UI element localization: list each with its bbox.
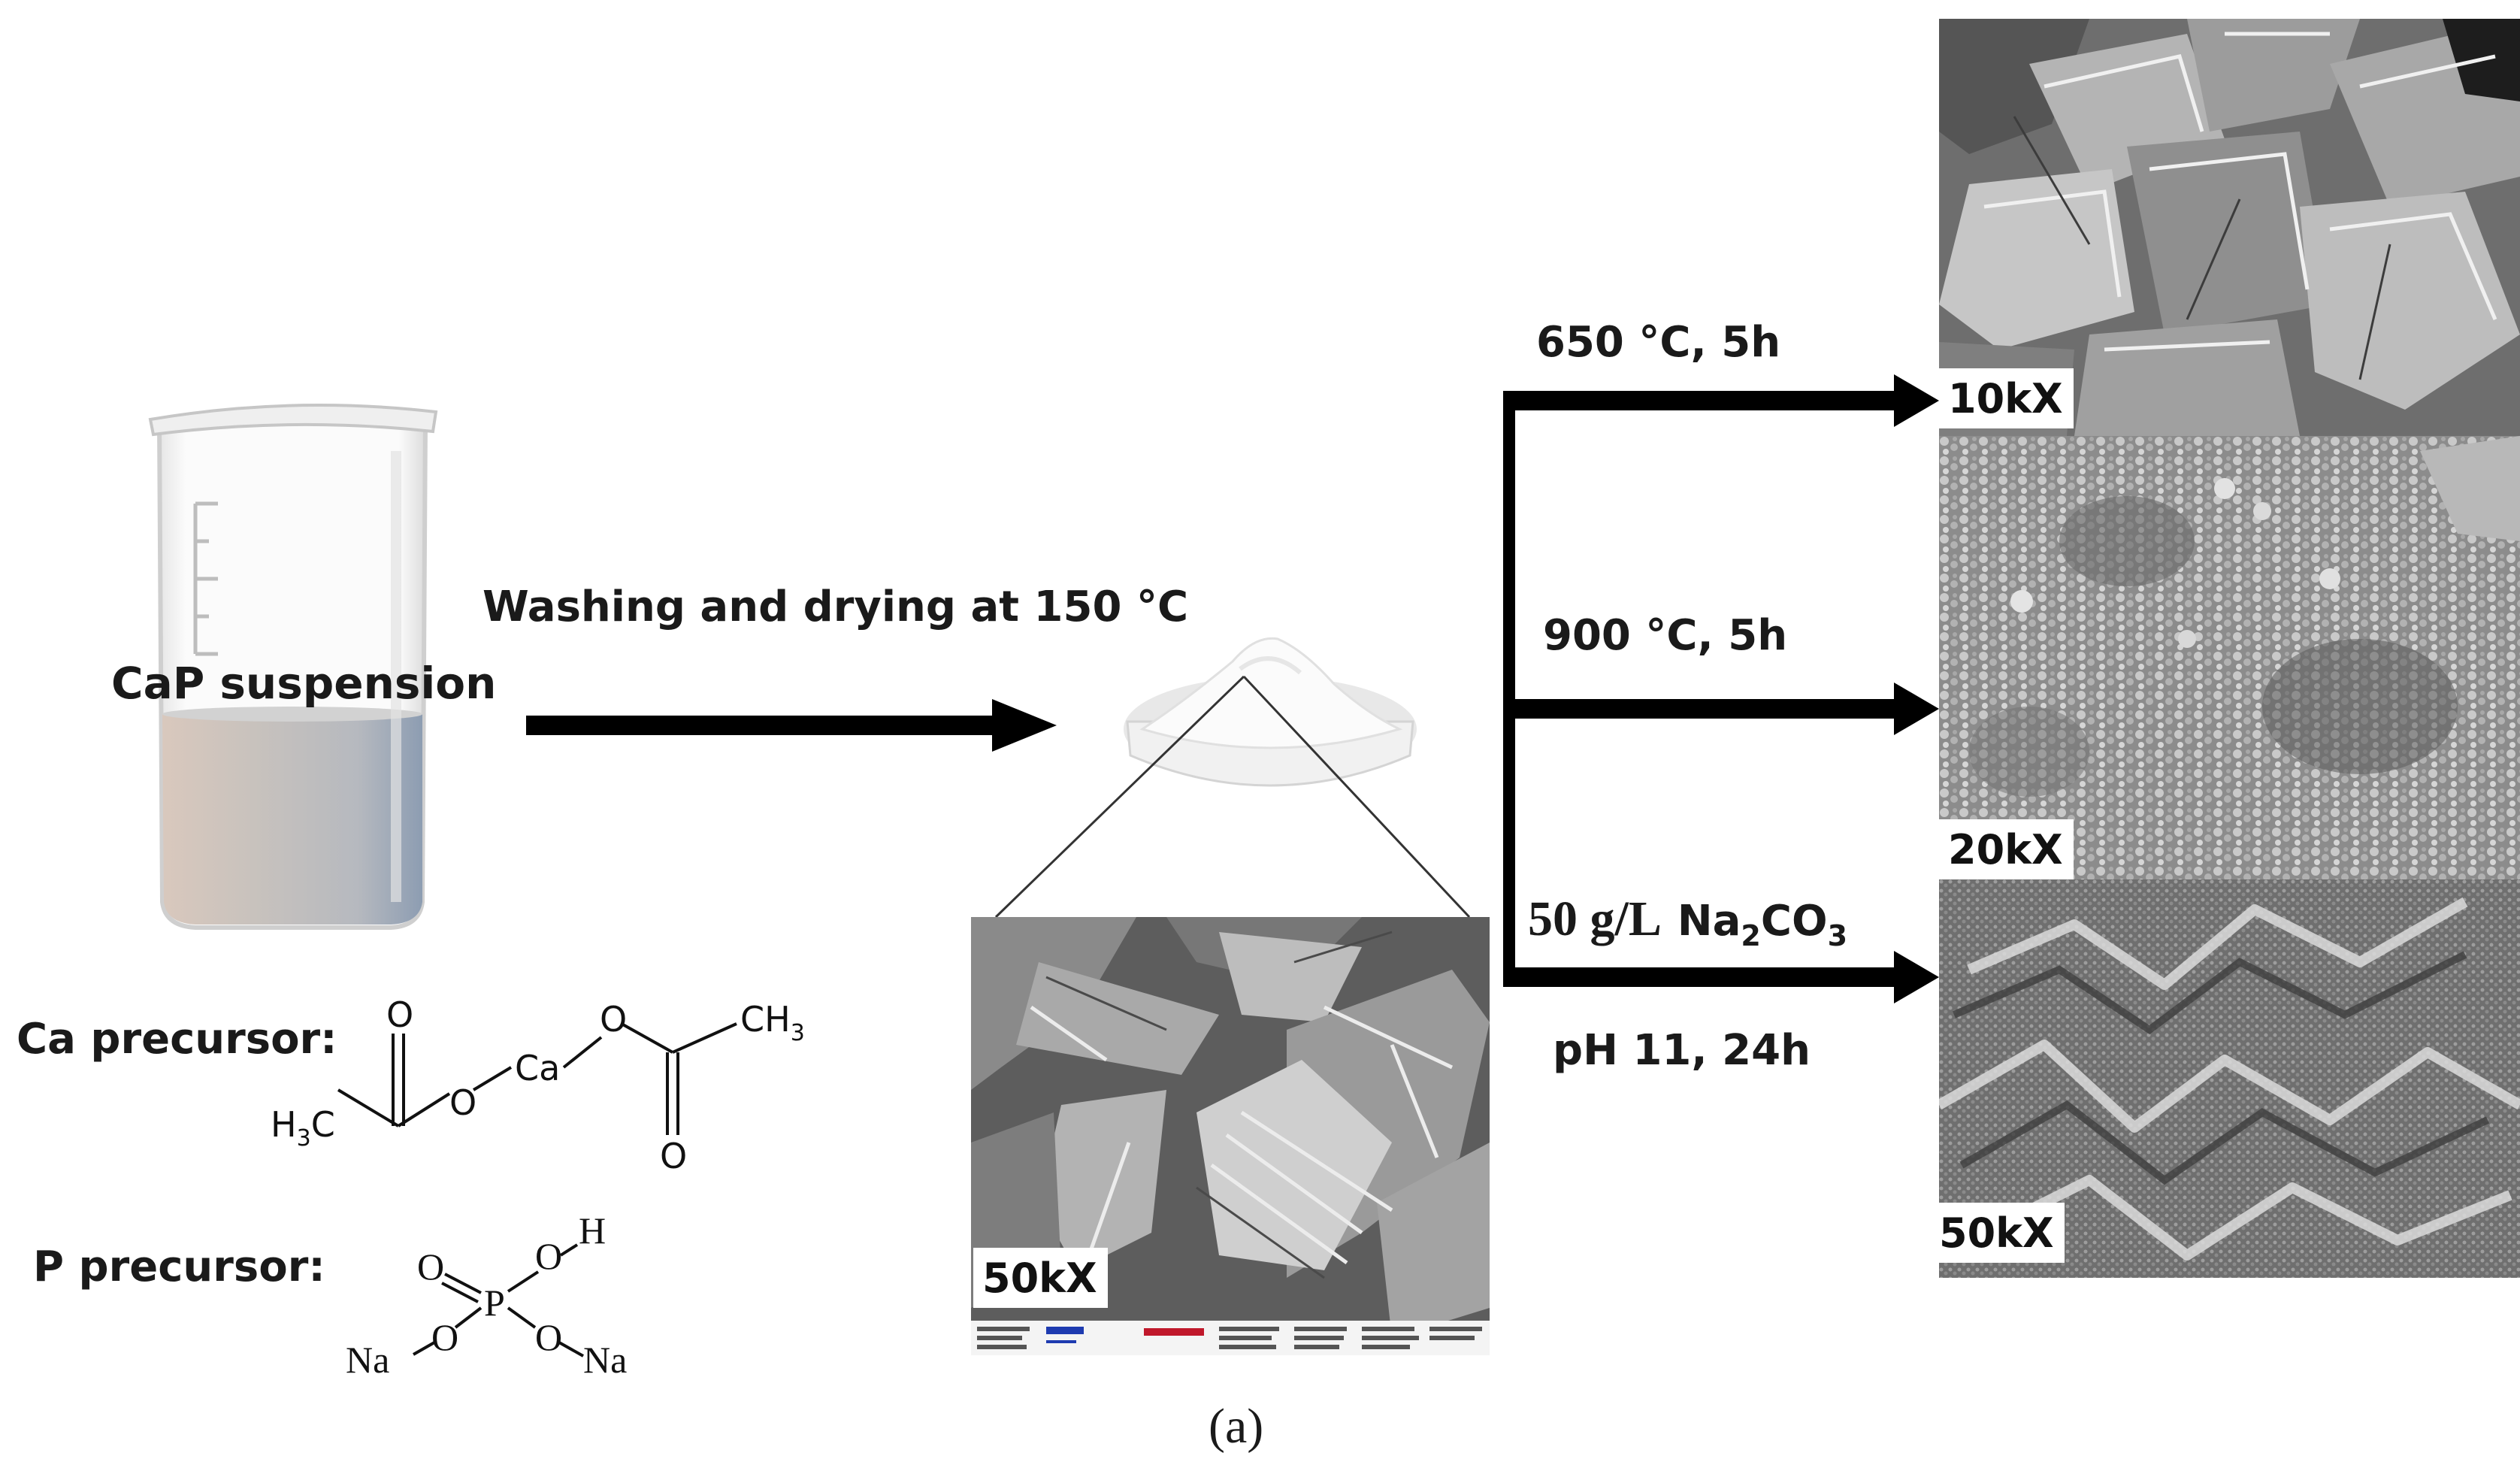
p-o-left: O <box>431 1316 458 1358</box>
ca-precursor-label: Ca precursor: <box>17 1015 337 1064</box>
p-o-double: O <box>417 1246 444 1288</box>
sem-image-center <box>971 917 1490 1355</box>
washing-drying-label: Washing and drying at 150 °C <box>483 583 1189 631</box>
middle-sem-magnification: 20kX <box>1939 819 2074 879</box>
condition-650: 650 °C, 5h <box>1536 318 1781 367</box>
p-o-right: O <box>535 1316 562 1358</box>
na2co3-co: CO <box>1760 897 1828 946</box>
branch-arrows <box>1503 374 1939 1003</box>
condition-ph: pH 11, 24h <box>1553 1026 1811 1075</box>
na2co3-amount: 50 g/L <box>1528 891 1662 946</box>
sem-image-middle <box>1939 436 2520 879</box>
condition-na2co3: 50 g/L Na2CO3 <box>1528 891 1847 951</box>
na2co3-sub2: 2 <box>1741 919 1761 952</box>
ca-ch3-right: CH3 <box>740 999 805 1046</box>
top-sem-magnification: 10kX <box>1939 368 2074 428</box>
p-h: H <box>579 1209 606 1252</box>
p-na-left: Na <box>346 1339 389 1376</box>
p-o-h: O <box>535 1235 562 1277</box>
na2co3-na: Na <box>1677 897 1741 946</box>
calcium-acetate-structure: O O Ca O O CH3 H3C <box>271 994 805 1176</box>
condition-900: 900 °C, 5h <box>1543 611 1788 660</box>
ca-atom: Ca <box>515 1048 560 1088</box>
powder-dish-illustration <box>1124 637 1417 787</box>
sodium-phosphate-structure: O P O H O Na O Na <box>346 1209 627 1376</box>
p-na-right: Na <box>583 1339 627 1376</box>
p-atom: P <box>484 1282 505 1324</box>
beaker-illustration <box>148 404 438 930</box>
ca-o-carbonyl-right: O <box>660 1136 687 1176</box>
ca-h3c-left: H3C <box>271 1104 335 1152</box>
ca-o-carbonyl-left: O <box>386 994 413 1035</box>
na2co3-sub3: 3 <box>1827 919 1848 952</box>
center-sem-magnification: 50kX <box>973 1248 1108 1308</box>
bottom-sem-magnification: 50kX <box>1930 1203 2065 1263</box>
sem-image-top <box>1939 19 2520 436</box>
ca-o-bridge-left: O <box>449 1082 476 1123</box>
p-precursor-label: P precursor: <box>33 1242 325 1291</box>
ca-o-bridge-right: O <box>600 999 627 1040</box>
main-process-arrow <box>526 699 1057 752</box>
suspension-label: CaP suspension <box>111 658 497 709</box>
panel-label: (a) <box>1209 1399 1264 1454</box>
